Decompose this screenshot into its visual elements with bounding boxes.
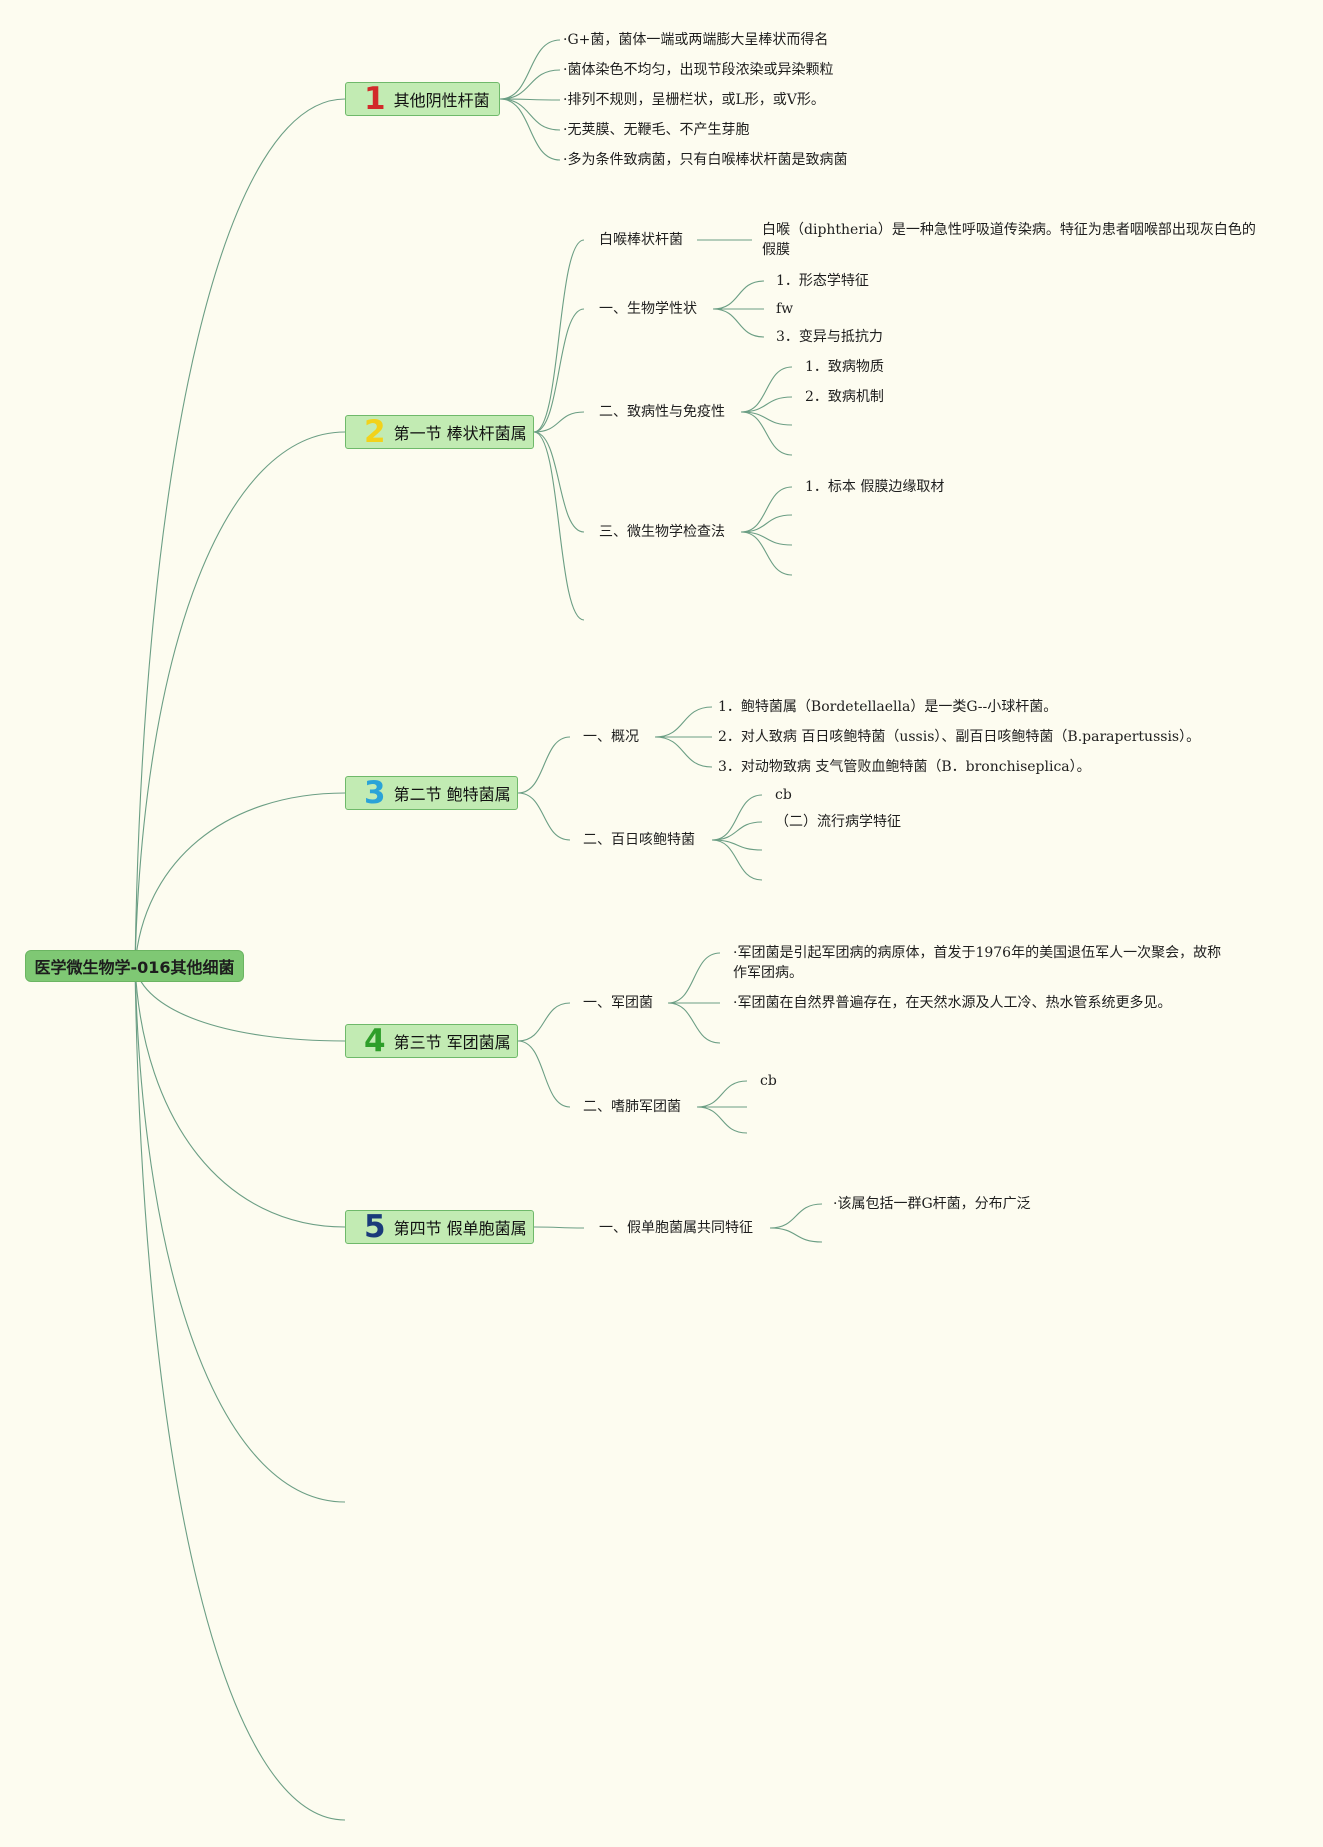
- connector-line: [134, 792, 346, 967]
- connector-line: [134, 965, 346, 1821]
- subtopic[interactable]: 一、军团菌: [583, 995, 653, 1011]
- topic-number-icon: 3: [364, 774, 386, 811]
- subtopic[interactable]: 一、生物学性状: [599, 301, 697, 317]
- connector-line: [769, 1227, 823, 1243]
- subtopic[interactable]: 二、致病性与免疫性: [599, 404, 725, 420]
- topic-number-icon: 1: [364, 80, 386, 117]
- leaf-item[interactable]: 3．对动物致病 支气管败血鲍特菌（B．bronchiseplica）。: [718, 759, 1091, 775]
- connector-line: [533, 1226, 585, 1229]
- leaf-item[interactable]: ·多为条件致病菌，只有白喉棒状杆菌是致病菌: [563, 152, 848, 168]
- leaf-item[interactable]: ·排列不规则，呈栅栏状，或L形，或V形。: [563, 92, 825, 108]
- connector-line: [533, 308, 585, 433]
- connector-line: [533, 239, 585, 433]
- connector-line: [740, 411, 793, 426]
- connector-line: [712, 280, 765, 310]
- connector-line: [711, 839, 763, 851]
- subtopic[interactable]: 一、概况: [583, 729, 639, 745]
- leaf-item[interactable]: ·无荚膜、无鞭毛、不产生芽胞: [563, 122, 750, 138]
- leaf-item[interactable]: 白喉（diphtheria）是一种急性呼吸道传染病。特征为患者咽喉部出现灰白色的…: [762, 222, 1256, 258]
- connector-line: [517, 1002, 571, 1042]
- leaf-item[interactable]: ·军团菌在自然界普遍存在，在天然水源及人工冷、热水管系统更多见。: [733, 995, 1172, 1011]
- leaf-item[interactable]: 2．对人致病 百日咳鲍特菌（ussis）、副百日咳鲍特菌（B.parapertu…: [718, 729, 1201, 745]
- connector-line: [499, 39, 561, 100]
- connector-line: [740, 531, 793, 546]
- topic-label: 第三节 军团菌属: [393, 1033, 511, 1052]
- connector-line: [499, 98, 561, 101]
- topic-label: 第四节 假单胞菌属: [393, 1219, 527, 1238]
- root-topic-label: 医学微生物学-016其他细菌: [34, 958, 235, 977]
- topic-2[interactable]: 2 第一节 棒状杆菌属: [345, 415, 534, 449]
- connector-line: [517, 792, 571, 841]
- connector-line: [499, 69, 561, 100]
- subtopic[interactable]: 二、百日咳鲍特菌: [583, 832, 695, 848]
- connector-line: [134, 98, 346, 967]
- leaf-item[interactable]: fw: [776, 301, 794, 317]
- connector-line: [533, 411, 585, 433]
- leaf-item[interactable]: 1．形态学特征: [776, 273, 869, 289]
- connector-line: [740, 366, 793, 413]
- connector-line: [769, 1203, 823, 1229]
- topic-1[interactable]: 1 其他阴性杆菌: [345, 82, 500, 116]
- connector-line: [711, 839, 763, 881]
- connector-line: [134, 965, 346, 1503]
- leaf-item[interactable]: 1．致病物质: [805, 359, 884, 375]
- connector-line: [740, 486, 793, 533]
- leaf-item[interactable]: ·菌体染色不均匀，出现节段浓染或异染颗粒: [563, 62, 834, 78]
- leaf-item[interactable]: ·G+菌，菌体一端或两端膨大呈棒状而得名: [563, 32, 829, 48]
- leaf-item[interactable]: cb: [775, 787, 792, 803]
- leaf-item[interactable]: 3．变异与抵抗力: [776, 329, 883, 345]
- leaf-item[interactable]: ·军团菌是引起军团病的病原体，首发于1976年的美国退伍军人一次聚会，故称作军团…: [733, 945, 1222, 981]
- leaf-item[interactable]: ·该属包括一群G杆菌，分布广泛: [833, 1196, 1031, 1212]
- topic-5[interactable]: 5 第四节 假单胞菌属: [345, 1210, 534, 1244]
- leaf-item[interactable]: （二）流行病学特征: [775, 814, 901, 830]
- connector-line: [696, 1106, 748, 1134]
- connector-line: [667, 1002, 721, 1044]
- connector-line: [134, 431, 346, 967]
- leaf-item[interactable]: 1．鲍特菌属（Bordetellaella）是一类G--小球杆菌。: [718, 699, 1058, 715]
- subtopic[interactable]: 一、假单胞菌属共同特征: [599, 1220, 753, 1236]
- connector-line: [667, 952, 721, 1004]
- connector-line: [499, 98, 561, 161]
- connector-line: [654, 706, 713, 738]
- connector-line: [134, 965, 346, 1042]
- connector-line: [740, 514, 793, 533]
- connector-line: [654, 736, 713, 768]
- topic-3[interactable]: 3 第二节 鲍特菌属: [345, 776, 518, 810]
- topic-number-icon: 2: [364, 413, 386, 450]
- subtopic[interactable]: 二、嗜肺军团菌: [583, 1099, 681, 1115]
- topic-label: 第一节 棒状杆菌属: [393, 424, 527, 443]
- connector-line: [134, 965, 346, 1228]
- topic-number-icon: 4: [364, 1022, 386, 1059]
- leaf-item[interactable]: 1．标本 假膜边缘取材: [805, 479, 945, 495]
- connector-line: [533, 431, 585, 533]
- topic-label: 其他阴性杆菌: [393, 91, 490, 110]
- connector-line: [711, 821, 763, 841]
- subtopic[interactable]: 白喉棒状杆菌: [599, 232, 683, 248]
- connector-line: [517, 736, 571, 794]
- connector-line: [517, 1040, 571, 1108]
- connector-line: [499, 98, 561, 131]
- topic-number-icon: 5: [364, 1208, 386, 1245]
- subtopic[interactable]: 三、微生物学检查法: [599, 524, 725, 540]
- connector-line: [740, 531, 793, 576]
- leaf-item[interactable]: 2．致病机制: [805, 389, 884, 405]
- connector-line: [740, 396, 793, 413]
- connector-line: [740, 411, 793, 456]
- root-topic[interactable]: 医学微生物学-016其他细菌: [25, 950, 244, 982]
- topic-label: 第二节 鲍特菌属: [393, 785, 511, 804]
- connector-line: [712, 308, 765, 338]
- topic-4[interactable]: 4 第三节 军团菌属: [345, 1024, 518, 1058]
- connector-line: [696, 1080, 748, 1108]
- leaf-item[interactable]: cb: [760, 1073, 777, 1089]
- connector-line: [533, 431, 585, 621]
- connector-line: [711, 794, 763, 841]
